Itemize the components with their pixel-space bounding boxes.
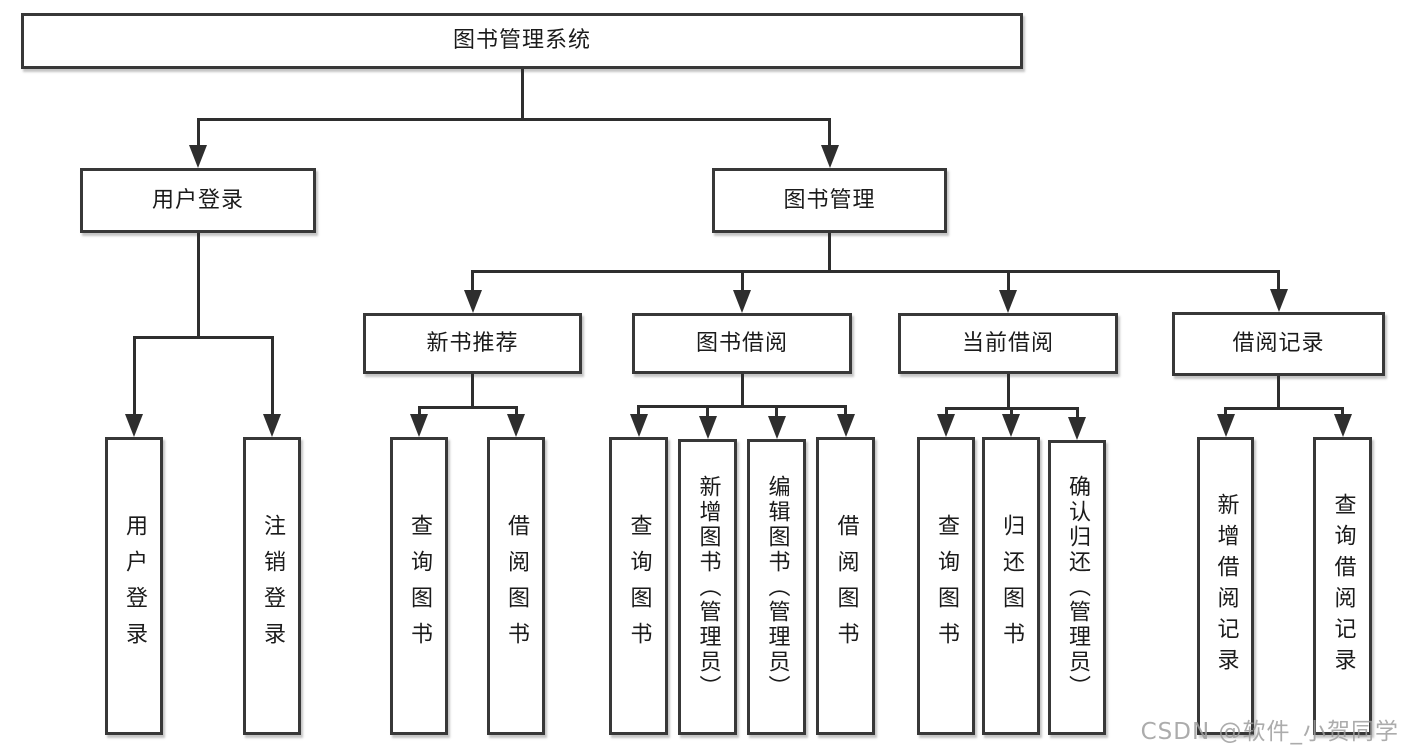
connector-line [1277,376,1280,410]
connector-line [706,405,709,425]
connector-line [828,118,831,154]
node-query-borrow-record: 查询借阅记录 [1313,437,1372,735]
node-new-book-recommend: 新书推荐 [363,313,582,374]
arrow-down-icon [999,290,1017,313]
node-label: 确认归还（管理员） [1065,475,1090,700]
connector-line [637,405,847,408]
arrow-down-icon [1269,289,1288,312]
connector-line [132,336,274,339]
watermark-text: CSDN @软件_小贺同学 [1140,719,1399,745]
connector-line [196,118,200,154]
node-add-borrow-record: 新增借阅记录 [1197,437,1254,735]
arrow-down-icon [733,290,751,313]
node-book-borrowing: 图书借阅 [632,313,852,374]
arrow-down-icon [836,414,855,437]
node-label: 用户登录 [151,187,244,213]
node-label: 图书管理系统 [452,28,591,53]
connector-line [1075,407,1079,426]
node-query-books-1: 查询图书 [390,437,448,735]
arrow-down-icon [410,414,428,437]
node-label: 图书管理 [783,187,876,213]
connector-line [196,233,200,339]
node-return-books: 归还图书 [982,437,1040,735]
node-label: 借阅图书 [504,514,529,658]
arrow-down-icon [1002,414,1020,437]
node-current-borrowing: 当前借阅 [898,313,1118,374]
node-label: 查询借阅记录 [1330,493,1356,679]
node-borrow-books-2: 借阅图书 [816,437,875,735]
connector-line [1277,270,1280,298]
connector-line [1224,407,1344,410]
connector-line [1006,270,1010,299]
connector-line [828,233,831,273]
node-edit-books-admin: 编辑图书（管理员） [747,439,806,735]
node-label: 归还图书 [999,514,1024,658]
connector-line [471,270,474,299]
connector-line [132,336,136,423]
connector-line [775,405,778,425]
arrow-down-icon [507,414,525,437]
node-label: 用户登录 [122,514,147,658]
node-logout-leaf: 注销登录 [243,437,301,735]
node-label: 查询图书 [934,514,959,658]
node-label: 新增借阅记录 [1213,493,1239,679]
node-borrowing-records: 借阅记录 [1172,312,1385,376]
node-label: 注销登录 [260,514,285,658]
connector-line [417,406,518,409]
node-label: 图书借阅 [695,330,788,356]
node-root: 图书管理系统 [21,13,1023,69]
connector-line [1006,374,1010,410]
node-label: 查询图书 [407,514,432,658]
connector-line [520,69,524,121]
arrow-down-icon [820,145,839,168]
arrow-down-icon [1333,414,1352,437]
arrow-down-icon [629,414,648,437]
node-label: 当前借阅 [961,330,1054,356]
arrow-down-icon [767,416,786,439]
node-query-books-3: 查询图书 [917,437,975,735]
arrow-down-icon [463,290,482,313]
node-label: 新书推荐 [426,330,519,356]
node-label: 新增图书（管理员） [695,474,721,700]
node-borrow-books-1: 借阅图书 [487,437,545,735]
node-label: 查询图书 [626,514,652,658]
node-user-login-leaf: 用户登录 [105,437,163,735]
connector-line [740,270,744,299]
node-confirm-return-admin: 确认归还（管理员） [1048,440,1106,735]
connector-line [196,118,831,121]
connector-line [471,374,474,409]
node-label: 借阅图书 [833,514,859,658]
arrow-down-icon [698,416,717,439]
arrow-down-icon [937,414,955,437]
node-book-management: 图书管理 [712,168,947,233]
connector-line [471,270,1280,273]
connector-line [270,336,274,423]
node-label: 借阅记录 [1232,331,1325,356]
connector-line [740,374,744,408]
node-label: 编辑图书（管理员） [764,474,790,700]
arrow-down-icon [189,145,207,168]
node-add-books-admin: 新增图书（管理员） [678,439,737,735]
node-user-login: 用户登录 [80,168,316,233]
arrow-down-icon [1068,417,1086,440]
node-query-books-2: 查询图书 [609,437,668,735]
arrow-down-icon [263,414,281,437]
arrow-down-icon [1216,414,1235,437]
arrow-down-icon [125,414,143,437]
